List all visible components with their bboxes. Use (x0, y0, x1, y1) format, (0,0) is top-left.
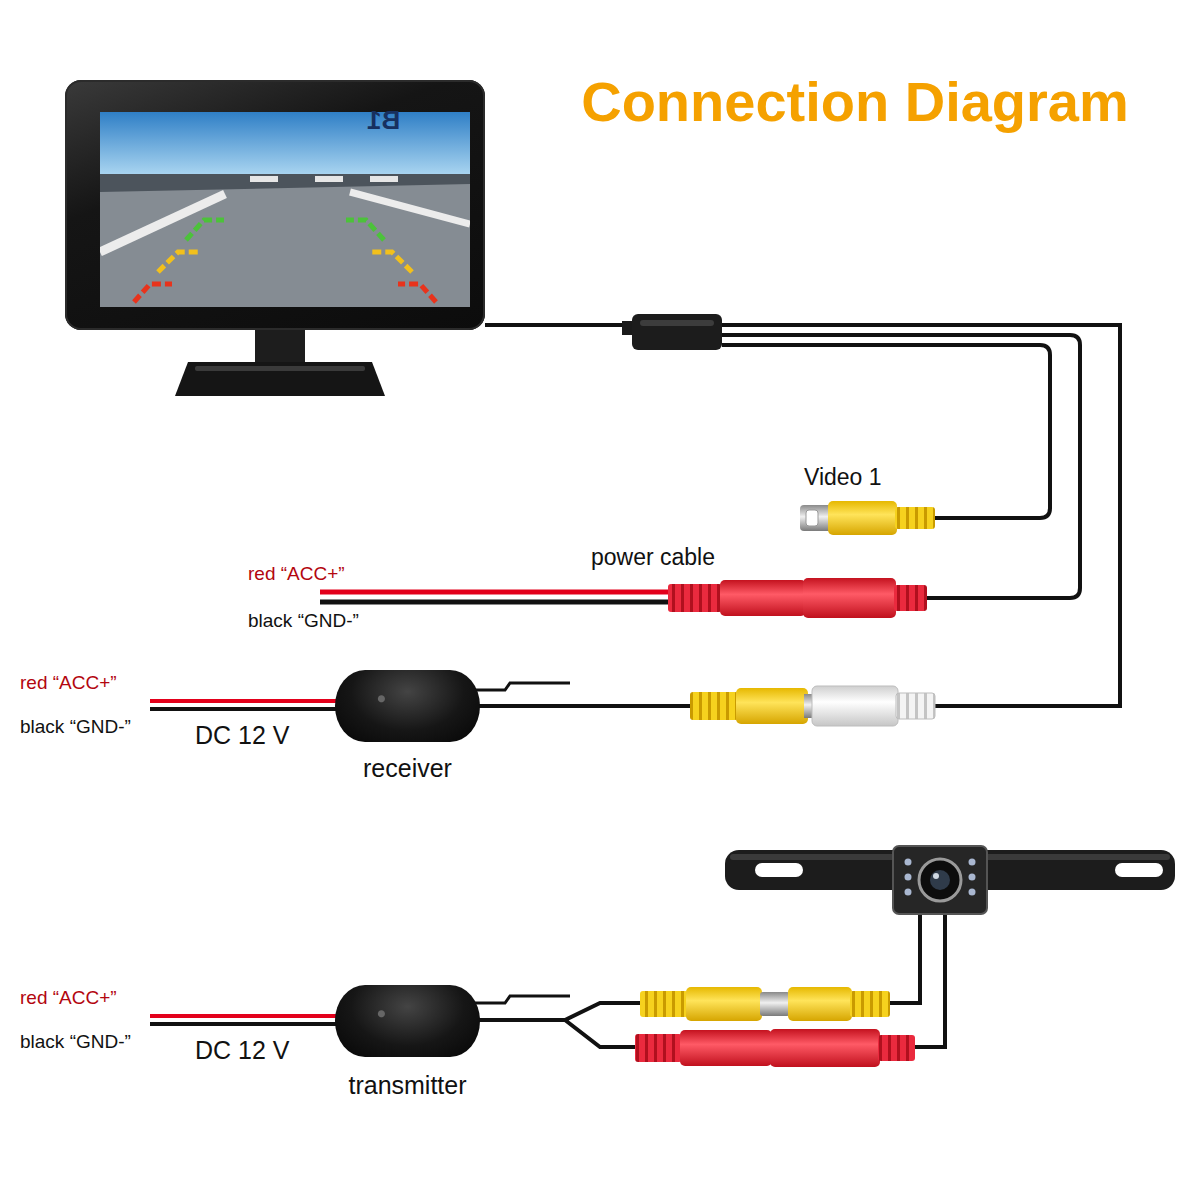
video-socket (800, 501, 935, 535)
camera-part (919, 859, 961, 901)
wire-label: black “GND-” (20, 1031, 131, 1053)
camera-part (933, 873, 939, 879)
cable-connector (480, 325, 1120, 706)
camera-power-plug-part (770, 1029, 880, 1067)
camera-part (893, 846, 987, 914)
video-socket-part (828, 501, 897, 535)
transmitter-antenna-part (470, 996, 570, 1003)
power-wire-part (320, 600, 672, 605)
node-label: transmitter (348, 1071, 466, 1100)
cable-junction (622, 314, 722, 350)
node-label: receiver (363, 754, 452, 783)
receiver-wire-part (476, 704, 700, 708)
camera-video-plug (640, 987, 890, 1021)
cable-junction-part (632, 314, 722, 350)
camera-power-plug-part (680, 1030, 772, 1066)
transmitter-wire-part (150, 1022, 340, 1026)
parking-guide (372, 252, 412, 272)
receiver-wire-part (150, 699, 340, 703)
camera-part (1115, 863, 1163, 877)
camera-part (969, 859, 976, 866)
parking-guide (158, 252, 198, 272)
power-plug-part (803, 578, 896, 618)
camera-part (969, 874, 976, 881)
wire-label: Video 1 (804, 464, 882, 490)
camera-video-plug-part (850, 991, 890, 1017)
screen-curb (370, 176, 398, 182)
receiver-box: receiver (335, 670, 480, 742)
receiver-plug-part (896, 693, 935, 719)
screen-curb (250, 176, 278, 182)
wire-label: black “GND-” (20, 716, 131, 738)
camera-part (905, 874, 912, 881)
camera-wire-part (910, 905, 945, 1047)
camera-wire (885, 905, 945, 1047)
camera-video-plug-part (760, 992, 790, 1016)
camera-part (930, 870, 950, 890)
video-socket-part (895, 507, 935, 529)
power-plug (668, 578, 927, 618)
screen-lane-line (100, 194, 225, 252)
monitor-wire-part (722, 345, 1050, 518)
power-plug-part (720, 580, 806, 616)
wire-label: DC 12 V (195, 721, 289, 750)
parking-guide (186, 220, 224, 240)
camera-video-plug-part (640, 991, 688, 1017)
wire-label: red “ACC+” (248, 563, 345, 585)
screen-curb (315, 176, 343, 182)
node-label: B1 (367, 106, 400, 136)
monitor-stand-part (255, 326, 305, 364)
screen-wall (100, 174, 470, 192)
monitor-wire (722, 335, 1080, 598)
parking-guide (134, 284, 172, 302)
power-wire (320, 592, 672, 602)
video-socket-part (800, 505, 832, 531)
monitor-stand (175, 326, 385, 396)
transmitter-wire-part (150, 1014, 340, 1018)
receiver-plug-part (690, 692, 738, 720)
monitor-stand-part (195, 366, 365, 371)
transmitter-antenna (470, 996, 570, 1003)
transmitter-box: transmitter (335, 985, 480, 1057)
receiver-plug-part (812, 686, 898, 726)
screen-image (100, 112, 470, 307)
power-plug-part (894, 585, 927, 611)
receiver-antenna (470, 683, 570, 690)
camera-part (905, 889, 912, 896)
camera-part (755, 863, 803, 877)
camera-part (905, 859, 912, 866)
camera-video-plug-part (788, 987, 852, 1021)
transmitter-wire-part (476, 1003, 645, 1047)
camera-part (969, 889, 976, 896)
receiver-wire-part (150, 707, 340, 711)
camera (725, 846, 1175, 914)
screen-sky (100, 112, 470, 174)
screen-ground (100, 112, 470, 307)
receiver-antenna-part (470, 683, 570, 690)
power-wire-part (320, 590, 672, 595)
wire-label: red “ACC+” (20, 672, 117, 694)
power-plug-part (668, 584, 722, 612)
wire-label: DC 12 V (195, 1036, 289, 1065)
camera-power-plug-part (878, 1035, 915, 1061)
camera-video-plug-part (686, 987, 762, 1021)
video-socket-part (806, 510, 818, 526)
camera-power-plug (635, 1029, 915, 1067)
monitor-display: B1 (65, 80, 485, 330)
parking-guide (398, 284, 436, 302)
diagram-title: Connection Diagram (581, 70, 1129, 134)
monitor-wire-part (722, 335, 1080, 598)
camera-wire-part (885, 905, 920, 1003)
camera-power-plug-part (635, 1034, 682, 1062)
wire-label: power cable (591, 544, 715, 570)
monitor-stand-part (175, 362, 385, 396)
receiver-plug-part (736, 688, 808, 724)
parking-guide (346, 220, 384, 240)
cable-junction-part (640, 320, 714, 326)
wire-label: red “ACC+” (20, 987, 117, 1009)
wire-label: black “GND-” (248, 610, 359, 632)
receiver-plug (690, 686, 935, 726)
